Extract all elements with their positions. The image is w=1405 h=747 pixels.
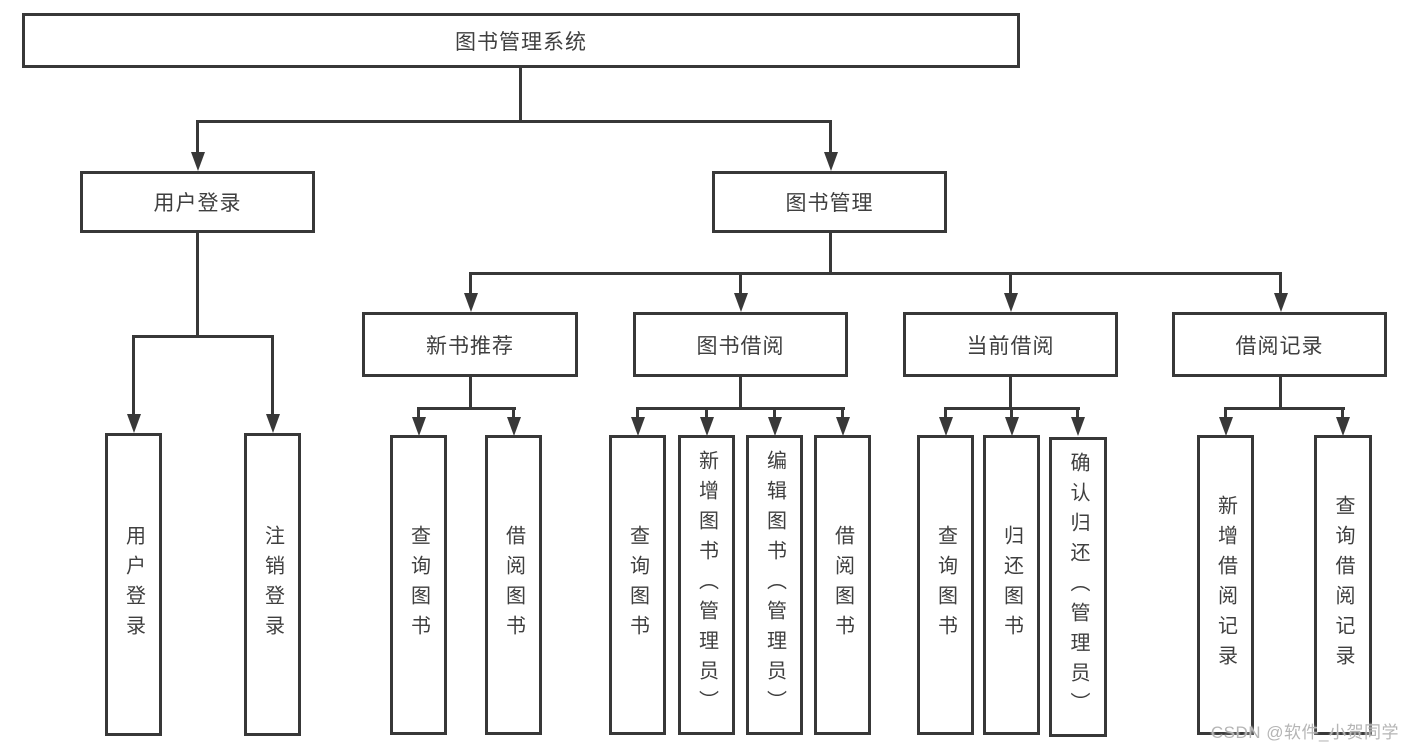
leaf-label: 借阅图书 — [502, 525, 525, 645]
connector-line — [636, 407, 845, 410]
leaf-return-books: 归还图书 — [983, 435, 1040, 735]
leaf-confirm-return-admin: 确认归还（管理员） — [1049, 437, 1107, 737]
arrowhead-down-icon — [191, 152, 205, 171]
connector-line — [636, 407, 639, 419]
connector-line — [1010, 407, 1013, 419]
node-new-book-recommend: 新书推荐 — [362, 312, 578, 377]
connector-line — [196, 120, 199, 154]
arrowhead-down-icon — [939, 417, 953, 436]
leaf-label: 新增借阅记录 — [1214, 495, 1237, 675]
connector-line — [841, 407, 844, 419]
arrowhead-down-icon — [1004, 293, 1018, 312]
connector-line — [196, 233, 199, 338]
connector-line — [469, 377, 472, 410]
arrowhead-down-icon — [836, 417, 850, 436]
connector-line — [417, 407, 420, 419]
leaf-logout: 注销登录 — [244, 433, 301, 736]
leaf-label: 查询图书 — [407, 525, 430, 645]
connector-line — [1279, 377, 1282, 410]
leaf-label: 注销登录 — [261, 524, 284, 645]
node-book-borrow: 图书借阅 — [633, 312, 848, 377]
connector-line — [1224, 407, 1227, 419]
connector-line — [773, 407, 776, 419]
connector-line — [739, 272, 742, 296]
connector-line — [519, 68, 522, 123]
leaf-user-login: 用户登录 — [105, 433, 162, 736]
connector-line — [739, 377, 742, 410]
node-root: 图书管理系统 — [22, 13, 1020, 68]
arrowhead-down-icon — [127, 414, 141, 433]
connector-line — [829, 233, 832, 275]
arrowhead-down-icon — [631, 417, 645, 436]
connector-line — [705, 407, 708, 419]
connector-line — [944, 407, 947, 419]
leaf-label: 借阅图书 — [831, 525, 854, 645]
csdn-watermark: CSDN @软件_小贺同学 — [1210, 723, 1399, 742]
leaf-label: 查询借阅记录 — [1332, 495, 1354, 675]
connector-line — [829, 120, 832, 154]
arrowhead-down-icon — [1071, 417, 1085, 436]
arrowhead-down-icon — [768, 417, 782, 436]
node-book-management: 图书管理 — [712, 171, 947, 233]
leaf-query-books-current: 查询图书 — [917, 435, 974, 735]
connector-line — [196, 120, 832, 123]
connector-line — [417, 407, 516, 410]
arrowhead-down-icon — [700, 417, 714, 436]
connector-line — [132, 335, 274, 338]
leaf-query-books-newbooks: 查询图书 — [390, 435, 447, 735]
arrowhead-down-icon — [1336, 417, 1350, 436]
connector-line — [1224, 407, 1345, 410]
leaf-label: 归还图书 — [1000, 525, 1023, 645]
connector-line — [1341, 407, 1344, 419]
leaf-query-books-borrowing: 查询图书 — [609, 435, 666, 735]
arrowhead-down-icon — [507, 417, 521, 436]
connector-line — [1279, 272, 1282, 296]
leaf-borrow-books: 借阅图书 — [814, 435, 871, 735]
connector-line — [469, 272, 472, 296]
arrowhead-down-icon — [266, 414, 280, 433]
leaf-add-books-admin: 新增图书（管理员） — [678, 435, 735, 735]
connector-line — [512, 407, 515, 419]
leaf-label: 查询图书 — [934, 525, 957, 645]
connector-line — [469, 272, 1282, 275]
leaf-borrow-books-newbooks: 借阅图书 — [485, 435, 542, 735]
leaf-label: 编辑图书（管理员） — [763, 450, 786, 720]
arrowhead-down-icon — [734, 293, 748, 312]
leaf-label: 确认归还（管理员） — [1067, 452, 1089, 722]
connector-line — [132, 335, 135, 417]
leaf-label: 查询图书 — [626, 525, 649, 645]
leaf-label: 新增图书（管理员） — [695, 450, 718, 720]
connector-line — [271, 335, 274, 417]
node-user-login: 用户登录 — [80, 171, 315, 233]
arrowhead-down-icon — [1005, 417, 1019, 436]
node-borrow-records: 借阅记录 — [1172, 312, 1387, 377]
arrowhead-down-icon — [464, 293, 478, 312]
leaf-edit-books-admin: 编辑图书（管理员） — [746, 435, 803, 735]
leaf-label: 用户登录 — [122, 524, 145, 645]
node-current-borrow: 当前借阅 — [903, 312, 1118, 377]
connector-line — [1009, 377, 1012, 410]
connector-line — [1076, 407, 1079, 419]
connector-line — [1009, 272, 1012, 296]
arrowhead-down-icon — [412, 417, 426, 436]
arrowhead-down-icon — [824, 152, 838, 171]
leaf-query-borrow-record: 查询借阅记录 — [1314, 435, 1372, 735]
leaf-add-borrow-record: 新增借阅记录 — [1197, 435, 1254, 735]
arrowhead-down-icon — [1219, 417, 1233, 436]
arrowhead-down-icon — [1274, 293, 1288, 312]
